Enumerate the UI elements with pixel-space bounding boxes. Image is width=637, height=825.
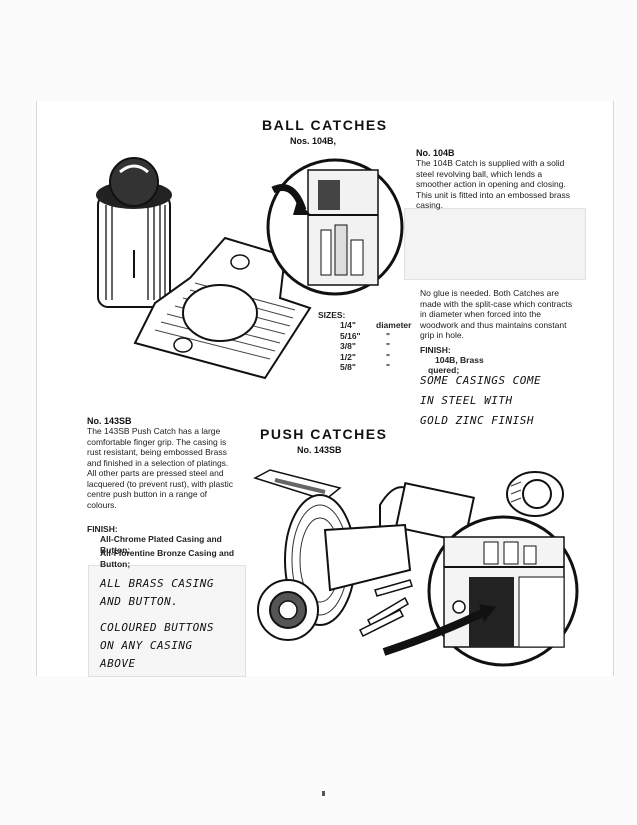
push-catch-illustration [257,482,475,641]
glue-text: No glue is needed. Both Catches are made… [420,288,573,340]
no143-text: The 143SB Push Catch has a large comfort… [87,426,233,510]
size-row: 1/2"" [340,351,391,362]
push-finish-line-2: All-Florentine Bronze Casing and Button; [100,548,235,569]
push-catches-subtitle: No. 143SB [297,445,342,455]
push-catch-detail-circle [382,515,579,667]
no143-heading: No. 143SB [87,416,132,426]
sizes-label: SIZES: [318,310,346,320]
size-row: 1/4"diameter [340,320,412,330]
size-row: 5/8"" [340,362,391,372]
handwritten-note-top: SOME CASINGS COME IN STEEL WITH GOLD ZIN… [420,374,542,427]
push-catches-title: PUSH CATCHES [260,426,388,442]
ball-catches-title: BALL CATCHES [262,117,388,133]
size-row: 3/8"" [340,341,391,351]
size-row: 5/16"" [340,330,391,341]
push-plate-illustration [253,469,342,501]
ball-finish-label: FINISH: [420,345,451,355]
push-catch-end-view [506,471,564,517]
no104-text: The 104B Catch is supplied with a solid … [416,158,571,210]
ball-catches-subtitle: Nos. 104B, [290,136,337,146]
no104-heading: No. 104B [416,148,455,158]
ball-finish-line-2: quered; [428,365,460,375]
push-finish-line-1: All-Chrome Plated Casing and Button; [100,534,222,555]
ball-finish-line-1: 104B, Brass [435,355,484,365]
pasted-note-paper [88,565,246,677]
push-finish-label: FINISH: [87,524,118,534]
strike-plate-illustration [133,236,312,380]
ball-catch-detail-circle [266,158,404,296]
ball-catch-illustration [96,157,172,308]
handwritten-note-bottom: ALL BRASS CASING AND BUTTON. COLOURED BU… [100,577,214,670]
sizes-list: 1/4"diameter 5/16"" 3/8"" 1/2"" 5/8"" [340,320,411,373]
margin-mark [322,791,325,796]
pasted-strip [404,208,586,280]
